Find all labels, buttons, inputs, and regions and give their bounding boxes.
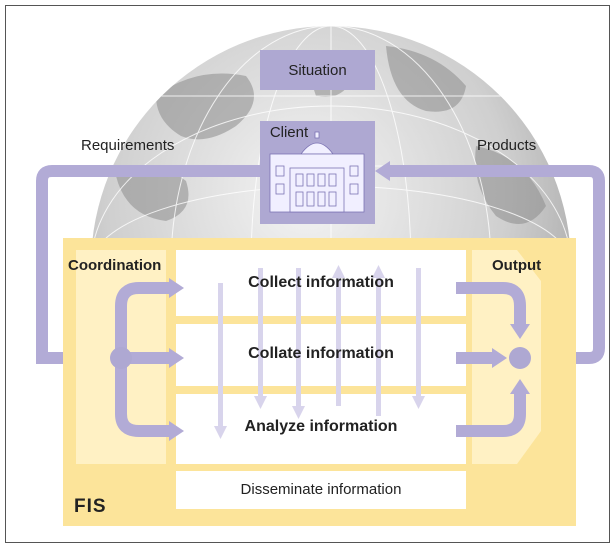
diagram-frame: Situation Client Requirements Products C… (5, 5, 610, 543)
output-flows (456, 282, 530, 437)
collate-information-label: Collate information (248, 345, 394, 362)
output-hub (509, 347, 531, 369)
vertical-flows (214, 265, 425, 439)
parliament-building-icon (269, 131, 365, 213)
analyze-information-label: Analyze information (244, 418, 398, 435)
situation-label: Situation (288, 62, 347, 79)
products-flow (375, 161, 605, 364)
products-label: Products (477, 137, 537, 154)
output-label: Output (492, 257, 542, 274)
disseminate-information-label: Disseminate information (240, 481, 402, 498)
situation-box (260, 50, 375, 90)
fis-label: FIS (74, 496, 107, 517)
coordination-label: Coordination (68, 257, 162, 274)
fis-diagram (36, 26, 605, 526)
collect-information-label: Collect information (248, 274, 394, 291)
coordination-hub (110, 347, 132, 369)
disseminate-row (176, 471, 466, 509)
requirements-label: Requirements (81, 137, 175, 154)
client-label: Client (269, 124, 309, 141)
